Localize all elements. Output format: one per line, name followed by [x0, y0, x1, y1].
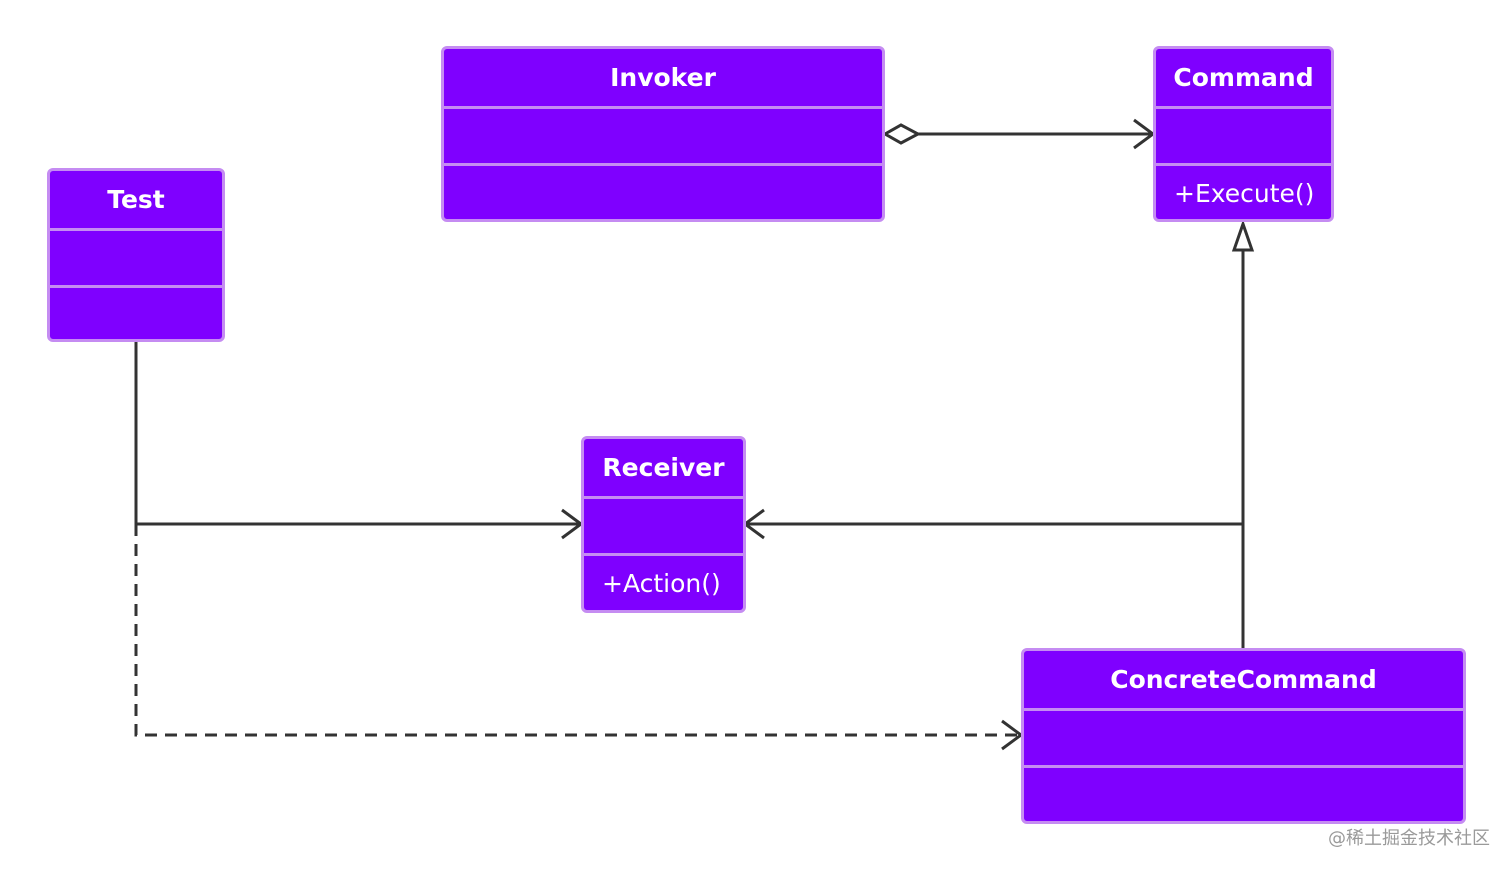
class-name: ConcreteCommand	[1110, 665, 1377, 694]
class-name: Command	[1173, 63, 1314, 92]
class-operations: +Action()	[584, 553, 743, 610]
class-attributes	[584, 496, 743, 553]
class-attributes	[1156, 106, 1331, 163]
class-invoker[interactable]: Invoker	[441, 46, 885, 222]
dependency-test-concretecommand	[134, 524, 1024, 751]
association-concretecommand-receiver	[742, 508, 1243, 540]
class-receiver[interactable]: Receiver +Action()	[581, 436, 746, 613]
generalization-concretecommand-command	[1231, 219, 1255, 648]
class-name: Receiver	[602, 453, 725, 482]
class-test[interactable]: Test	[47, 168, 225, 342]
class-attributes	[1024, 708, 1463, 765]
aggregation-invoker-command	[881, 118, 1156, 150]
watermark-text: @稀土掘金技术社区	[1328, 828, 1490, 849]
aggregation-diamond-icon	[881, 123, 922, 145]
class-operations	[50, 285, 222, 339]
class-name: Test	[107, 185, 165, 214]
class-operations	[444, 163, 882, 219]
hollow-triangle-arrowhead-icon	[1231, 219, 1255, 252]
class-attributes	[50, 228, 222, 285]
association-test-receiver	[134, 342, 584, 540]
class-attributes	[444, 106, 882, 163]
class-command[interactable]: Command +Execute()	[1153, 46, 1334, 222]
class-name: Invoker	[610, 63, 716, 92]
class-operations: +Execute()	[1156, 163, 1331, 219]
class-concretecommand[interactable]: ConcreteCommand	[1021, 648, 1466, 824]
class-operations	[1024, 765, 1463, 821]
